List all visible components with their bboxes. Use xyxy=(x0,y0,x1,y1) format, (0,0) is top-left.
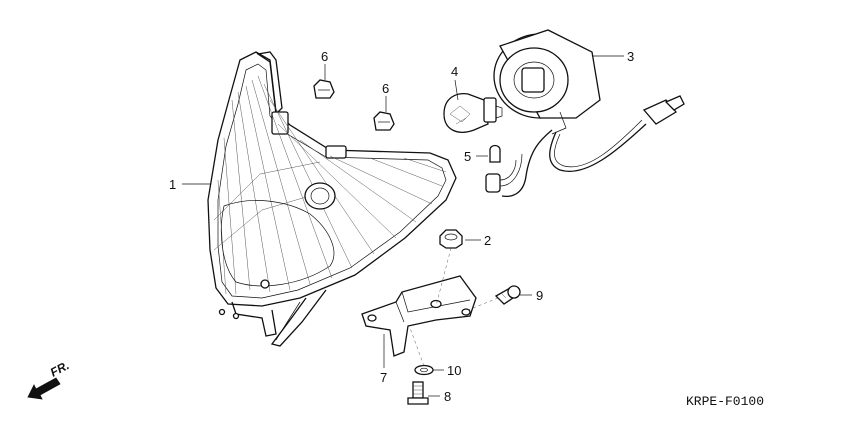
bolt xyxy=(407,381,429,405)
rubber-grommet-a xyxy=(313,79,335,99)
headlight-unit xyxy=(207,51,457,347)
bracket xyxy=(361,275,477,357)
screw xyxy=(494,285,521,305)
callout-5: 5 xyxy=(464,149,471,164)
callout-labels: 1 2 3 4 5 6 6 7 8 9 10 xyxy=(169,49,634,404)
rubber-grommet-b xyxy=(373,111,395,131)
bulb-socket-cover xyxy=(493,29,685,198)
callout-8: 8 xyxy=(444,389,451,404)
headlight-bulb xyxy=(443,92,503,133)
leader-lines xyxy=(182,55,624,397)
diagram-code: KRPE-F0100 xyxy=(686,394,764,409)
front-arrow-icon xyxy=(27,377,61,400)
front-label: FR. xyxy=(48,358,72,379)
callout-6b: 6 xyxy=(382,81,389,96)
callout-4: 4 xyxy=(451,64,458,79)
nut xyxy=(439,229,463,249)
mount-tab xyxy=(271,111,289,135)
callout-1: 1 xyxy=(169,177,176,192)
callout-7: 7 xyxy=(380,370,387,385)
callout-3: 3 xyxy=(627,49,634,64)
callout-9: 9 xyxy=(536,288,543,303)
mount-tab xyxy=(325,145,347,159)
washer xyxy=(414,364,434,376)
callout-6a: 6 xyxy=(321,49,328,64)
adjust-hole xyxy=(260,279,270,289)
callout-10: 10 xyxy=(447,363,461,378)
position-bulb xyxy=(485,144,523,193)
front-marker: FR. xyxy=(27,358,72,400)
callout-2: 2 xyxy=(484,233,491,248)
bulb-opening xyxy=(304,182,336,210)
